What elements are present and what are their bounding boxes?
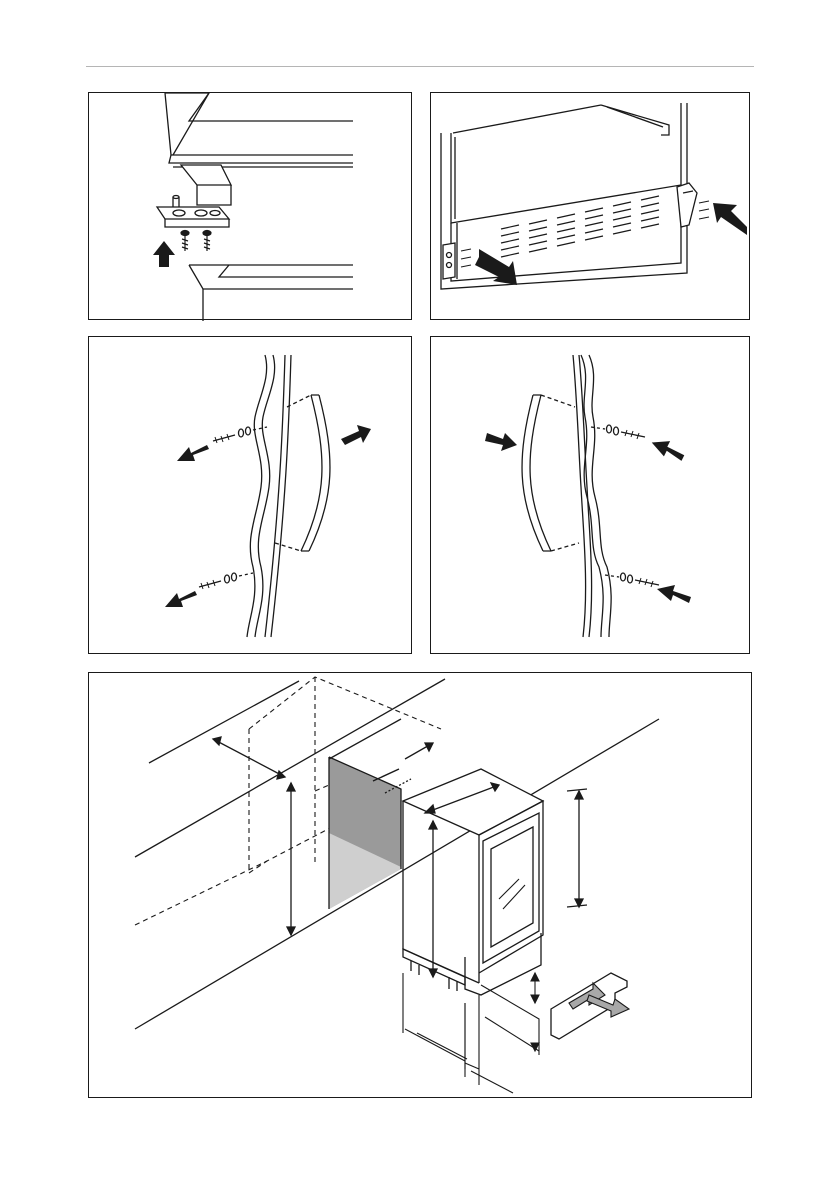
left-hinge [443, 243, 455, 279]
handle-fitting-drawing [431, 337, 751, 655]
panel-hinge-removal [88, 92, 412, 320]
screw-bottom [199, 573, 253, 589]
wine-cooler [403, 769, 543, 995]
arrow-right-hinge-icon [713, 203, 747, 235]
panel-handle-removal [88, 336, 412, 654]
floor-line [135, 719, 659, 1029]
arrow-out-top-icon [177, 445, 209, 461]
arrow-handle-in-icon [485, 433, 517, 451]
screw-bottom [605, 573, 659, 587]
door-edge-outer [247, 355, 267, 637]
header-rule [86, 66, 754, 67]
panel-built-in-niche [88, 672, 752, 1098]
screw-top [213, 427, 267, 443]
screw-left [181, 231, 189, 252]
right-hinge [677, 183, 697, 227]
screw-top [591, 425, 645, 439]
screw-right [203, 231, 211, 252]
cabinet-base-drawing [431, 93, 751, 321]
vent-grille [501, 196, 659, 257]
hinge-bracket [181, 165, 231, 185]
hinge-removal-drawing [89, 93, 413, 321]
arrow-screw-in-top-icon [650, 439, 686, 462]
arrow-up-icon [153, 241, 175, 267]
arrow-out-bottom-icon [165, 591, 197, 607]
niche-label-card [371, 741, 407, 763]
panel-cabinet-base [430, 92, 750, 320]
arrow-handle-out-icon [341, 425, 371, 445]
dimension-width [213, 739, 285, 777]
plinth-cover [551, 973, 629, 1039]
niche-arrow [373, 769, 399, 781]
handle-removal-drawing [89, 337, 413, 655]
panel-handle-fitting [430, 336, 750, 654]
built-in-niche-drawing [89, 673, 753, 1099]
hinge-plate [157, 207, 229, 219]
door-handle [522, 395, 543, 551]
arrow-screw-in-bottom-icon [657, 585, 691, 603]
